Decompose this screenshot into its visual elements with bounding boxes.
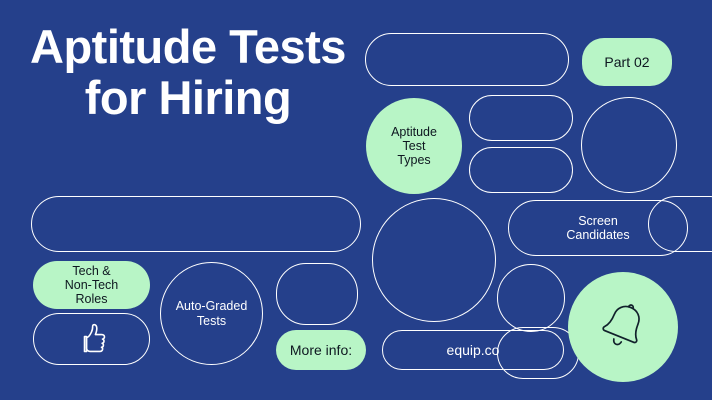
aptitude-test-types-bubble[interactable]: Aptitude Test Types — [366, 98, 462, 194]
pill-far-right — [648, 196, 712, 252]
page-title: Aptitude Tests for Hiring — [30, 20, 346, 124]
screen-candidates-label: Screen Candidates — [566, 213, 630, 242]
more-info-label: More info: — [289, 341, 353, 358]
tech-roles-badge[interactable]: Tech & Non-Tech Roles — [33, 261, 150, 309]
more-info-badge[interactable]: More info: — [276, 330, 366, 370]
part-badge[interactable]: Part 02 — [582, 38, 672, 86]
screen-candidates-pill[interactable]: Screen Candidates — [508, 200, 688, 256]
auto-graded-tests-circle[interactable]: Auto-Graded Tests — [160, 262, 263, 365]
hero-pill-top — [365, 33, 569, 86]
thumbs-up-icon — [83, 323, 105, 353]
url-pill[interactable]: equip.co — [382, 330, 564, 370]
tech-roles-label: Tech & Non-Tech Roles — [64, 263, 119, 307]
part-badge-label: Part 02 — [604, 53, 650, 70]
bell-icon — [602, 304, 640, 346]
pill-mid-upper — [469, 95, 573, 141]
thumbs-up-pill[interactable] — [33, 313, 150, 365]
url-label: equip.co — [446, 341, 500, 358]
circle-center-big — [372, 198, 496, 322]
pill-mid-lower — [469, 147, 573, 193]
pill-small-mid — [276, 263, 358, 325]
circle-top-right — [581, 97, 677, 193]
wide-pill-left — [31, 196, 361, 252]
auto-graded-tests-label: Auto-Graded Tests — [175, 299, 248, 328]
aptitude-test-types-label: Aptitude Test Types — [391, 124, 437, 168]
bell-circle[interactable] — [568, 272, 678, 382]
circle-right-small — [497, 264, 565, 332]
